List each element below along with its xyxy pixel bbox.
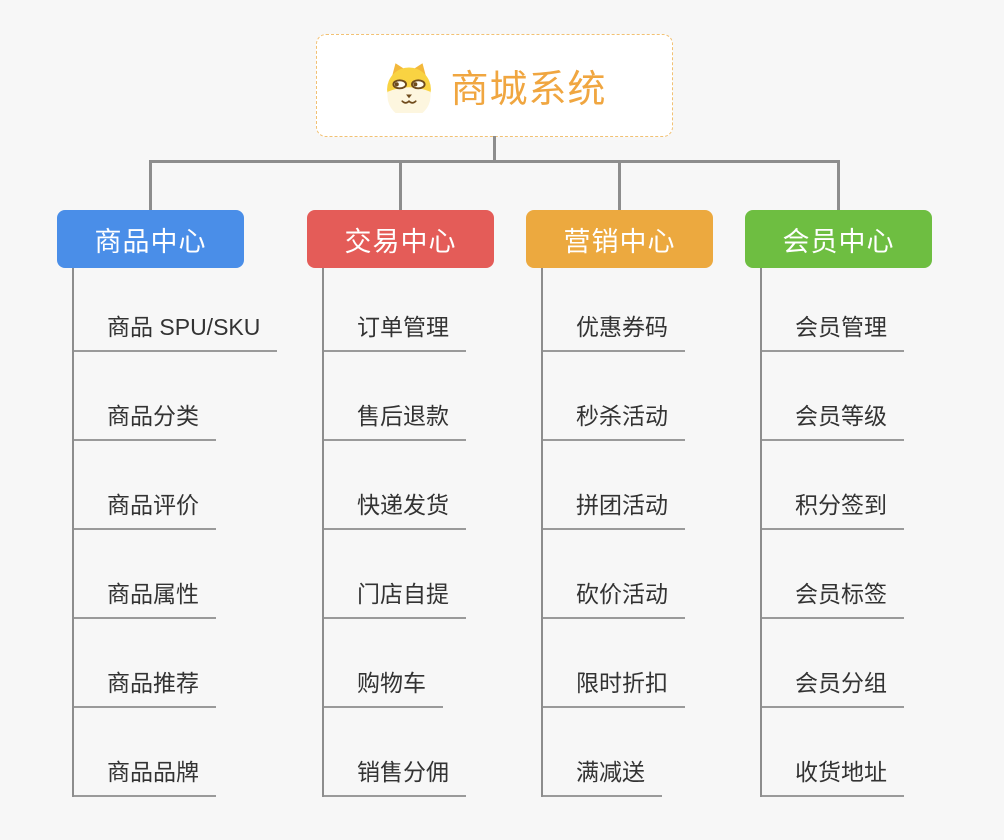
leaf-node[interactable]: 商品属性 xyxy=(74,579,216,619)
connector-horizontal-bar xyxy=(149,160,840,163)
connector-drop-2 xyxy=(399,161,402,210)
connector-drop-4 xyxy=(837,161,840,210)
leaf-node[interactable]: 拼团活动 xyxy=(543,490,685,530)
branch-node-trade-center[interactable]: 交易中心 xyxy=(307,210,494,268)
leaf-node[interactable]: 会员标签 xyxy=(762,579,904,619)
branch-children-trade-center: 订单管理售后退款快递发货门店自提购物车销售分佣 xyxy=(322,268,494,797)
leaf-node[interactable]: 门店自提 xyxy=(324,579,466,619)
leaf-node[interactable]: 商品评价 xyxy=(74,490,216,530)
branch-trade-center: 交易中心 订单管理售后退款快递发货门店自提购物车销售分佣 xyxy=(307,210,494,797)
leaf-node[interactable]: 会员管理 xyxy=(762,312,904,352)
connector-drop-1 xyxy=(149,161,152,210)
leaf-node[interactable]: 商品品牌 xyxy=(74,757,216,797)
leaf-node[interactable]: 限时折扣 xyxy=(543,668,685,708)
leaf-node[interactable]: 快递发货 xyxy=(324,490,466,530)
root-node[interactable]: 商城系统 xyxy=(316,34,673,137)
branch-node-member-center[interactable]: 会员中心 xyxy=(745,210,932,268)
connector-drop-3 xyxy=(618,161,621,210)
leaf-node[interactable]: 商品分类 xyxy=(74,401,216,441)
connector-root-stem xyxy=(493,136,496,162)
leaf-node[interactable]: 订单管理 xyxy=(324,312,466,352)
leaf-node[interactable]: 满减送 xyxy=(543,757,662,797)
leaf-node[interactable]: 砍价活动 xyxy=(543,579,685,619)
leaf-node[interactable]: 优惠券码 xyxy=(543,312,685,352)
leaf-node[interactable]: 会员分组 xyxy=(762,668,904,708)
branch-node-product-center[interactable]: 商品中心 xyxy=(57,210,244,268)
leaf-node[interactable]: 售后退款 xyxy=(324,401,466,441)
branch-children-product-center: 商品 SPU/SKU 商品分类商品评价商品属性商品推荐商品品牌 xyxy=(72,268,278,797)
leaf-node[interactable]: 商品 SPU/SKU xyxy=(74,312,278,352)
branch-children-member-center: 会员管理会员等级积分签到会员标签会员分组收货地址 xyxy=(760,268,932,797)
leaf-node[interactable]: 秒杀活动 xyxy=(543,401,685,441)
branch-node-marketing-center[interactable]: 营销中心 xyxy=(526,210,713,268)
branch-children-marketing-center: 优惠券码秒杀活动拼团活动砍价活动限时折扣满减送 xyxy=(541,268,713,797)
leaf-node[interactable]: 会员等级 xyxy=(762,401,904,441)
leaf-node[interactable]: 积分签到 xyxy=(762,490,904,530)
root-title: 商城系统 xyxy=(450,69,607,111)
leaf-node[interactable]: 购物车 xyxy=(324,668,443,708)
branch-member-center: 会员中心 会员管理会员等级积分签到会员标签会员分组收货地址 xyxy=(745,210,932,797)
leaf-node[interactable]: 收货地址 xyxy=(762,757,904,797)
dog-icon xyxy=(387,62,432,113)
branch-marketing-center: 营销中心 优惠券码秒杀活动拼团活动砍价活动限时折扣满减送 xyxy=(526,210,713,797)
leaf-node[interactable]: 销售分佣 xyxy=(324,757,466,797)
leaf-node[interactable]: 商品推荐 xyxy=(74,668,216,708)
branch-product-center: 商品中心 商品 SPU/SKU 商品分类商品评价商品属性商品推荐商品品牌 xyxy=(57,210,278,797)
